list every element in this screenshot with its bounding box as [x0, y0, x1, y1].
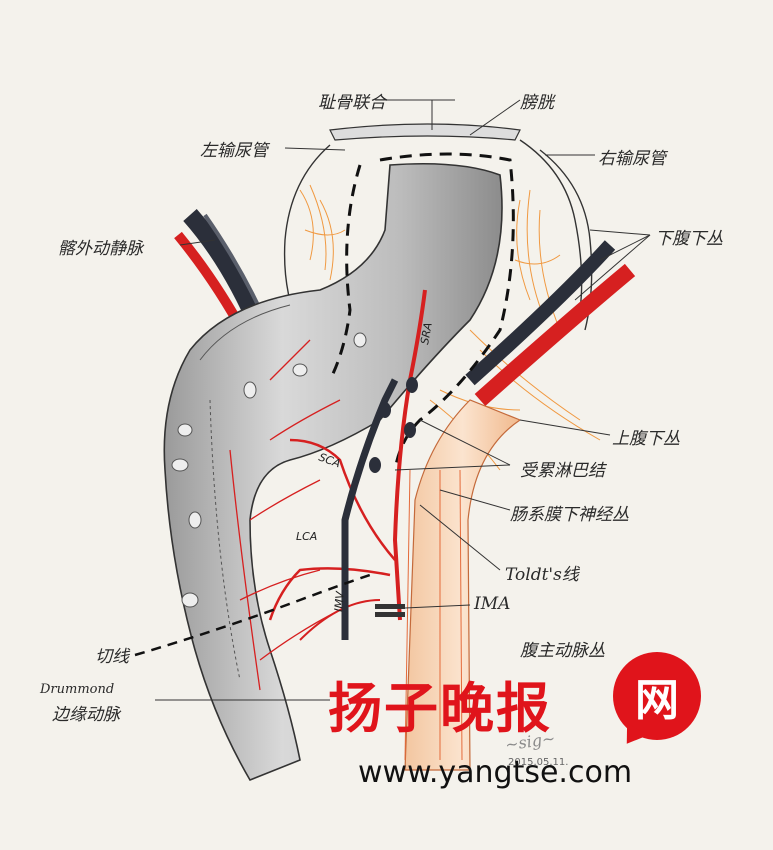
- right-iliac-vessels: [465, 240, 636, 406]
- ligation-clamps: [375, 604, 405, 617]
- label-drummond-marginal: 边缘动脉: [52, 705, 120, 725]
- colon-vessels: [229, 339, 341, 691]
- label-superior-hypogastric: 上腹下丛: [612, 429, 680, 449]
- label-inferior-hypogastric: 下腹下丛: [655, 229, 723, 249]
- leader-lines: [155, 99, 651, 701]
- label-external-iliac: 髂外动静脉: [58, 239, 143, 259]
- label-pubic-symphysis: 耻骨联合: [318, 93, 386, 113]
- lymph-nodes: [369, 377, 418, 473]
- sra-label: SRA: [418, 321, 435, 345]
- label-right-ureter: 右输尿管: [598, 149, 666, 169]
- aorta: [404, 399, 522, 771]
- watermark-title: 扬子晚报: [328, 676, 552, 740]
- drawing-date: 2015.05.11.: [508, 757, 569, 768]
- label-drummond: Drummond: [40, 682, 115, 697]
- label-left-ureter: 左输尿管: [200, 141, 268, 161]
- label-bladder: 膀胱: [520, 93, 554, 113]
- pubic-symphysis: [329, 99, 521, 141]
- label-toldt-line: Toldt's线: [505, 565, 579, 585]
- label-cut-line: 切线: [95, 647, 129, 667]
- cut-line: [134, 573, 371, 657]
- rectum-sigmoid: [163, 162, 503, 781]
- sca-label: SCA: [317, 451, 342, 471]
- label-mesenteric-plexus: 肠系膜下神经丛: [510, 505, 629, 525]
- dissection-boundary: [328, 152, 515, 471]
- imv-label: IMV: [332, 589, 347, 612]
- watermark-badge: 网: [613, 652, 701, 740]
- label-aortic-plexus: 腹主动脉丛: [520, 641, 605, 661]
- label-lymph-node: 受累淋巴结: [520, 461, 605, 481]
- lca-label: LCA: [296, 530, 317, 543]
- label-ima: IMA: [474, 594, 511, 614]
- watermark-url: www.yangtse.com: [358, 755, 633, 790]
